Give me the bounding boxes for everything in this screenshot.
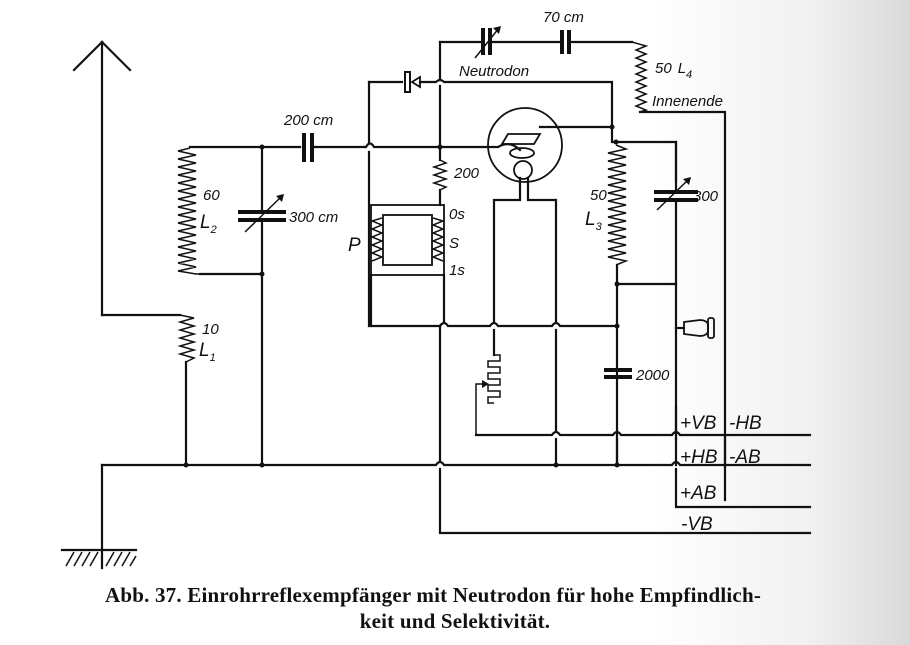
antenna-icon bbox=[72, 40, 132, 317]
variable-capacitor-arrow-icon bbox=[656, 177, 691, 211]
wire bbox=[100, 460, 812, 467]
c-tune-l2-value: 300 cm bbox=[289, 209, 338, 226]
wire bbox=[438, 467, 812, 535]
figure-caption-line-1: Abb. 37. Einrohrreflexempfänger mit Neut… bbox=[104, 583, 762, 607]
crystal-detector-icon bbox=[404, 71, 421, 93]
terminal-minus-ab: -AB bbox=[729, 447, 761, 468]
transformer-primary-label: P bbox=[348, 235, 361, 256]
telephone-icon bbox=[674, 317, 715, 339]
terminal-minus-vb: -VB bbox=[681, 514, 713, 535]
c-70-value: 70 cm bbox=[543, 9, 584, 26]
wire bbox=[367, 150, 442, 328]
variable-capacitor-arrow-icon bbox=[244, 194, 284, 233]
l3-value: 50 bbox=[590, 187, 607, 204]
wire bbox=[418, 78, 614, 129]
terminal-plus-vb: +VB bbox=[680, 413, 717, 434]
l3-label: L3 bbox=[585, 209, 603, 233]
l2-label: L2 bbox=[200, 212, 217, 236]
figure-caption-line-2: keit und Selektivität. bbox=[359, 609, 551, 633]
wire bbox=[526, 176, 558, 324]
vacuum-tube-icon bbox=[487, 107, 563, 183]
ground-icon bbox=[60, 548, 138, 567]
terminal-plus-ab: +AB bbox=[680, 483, 717, 504]
wire bbox=[492, 176, 522, 324]
l1-label: L1 bbox=[199, 340, 216, 364]
coil-l1-icon bbox=[177, 314, 197, 467]
wire bbox=[363, 142, 522, 152]
terminal-minus-hb: -HB bbox=[729, 413, 762, 434]
wire bbox=[674, 467, 812, 509]
neutrodon-label: Neutrodon bbox=[459, 63, 529, 80]
transformer-icon bbox=[369, 204, 446, 276]
c-bypass-value: 2000 bbox=[635, 367, 670, 384]
coil-l2-icon bbox=[177, 147, 200, 275]
transformer-tap-0s: 0s bbox=[449, 206, 465, 223]
capacitor-200cm-icon bbox=[302, 133, 314, 162]
wire bbox=[638, 110, 727, 502]
r-grid-value: 200 bbox=[453, 165, 480, 182]
l2-value: 60 bbox=[203, 187, 220, 204]
coil-l3-icon bbox=[607, 144, 629, 266]
l4-note: Innenende bbox=[652, 93, 723, 110]
rheostat-icon bbox=[475, 354, 501, 435]
c-tune-l3-value: 300 bbox=[693, 188, 719, 205]
c-coupling-value: 200 cm bbox=[283, 112, 333, 129]
transformer-secondary-label: S bbox=[449, 235, 459, 252]
resistor-200-icon bbox=[431, 159, 449, 191]
coil-l4-icon bbox=[631, 41, 649, 113]
terminal-plus-hb: +HB bbox=[680, 447, 718, 468]
transformer-tap-1s: 1s bbox=[449, 262, 465, 279]
wire bbox=[438, 321, 619, 328]
l1-value: 10 bbox=[202, 321, 219, 338]
